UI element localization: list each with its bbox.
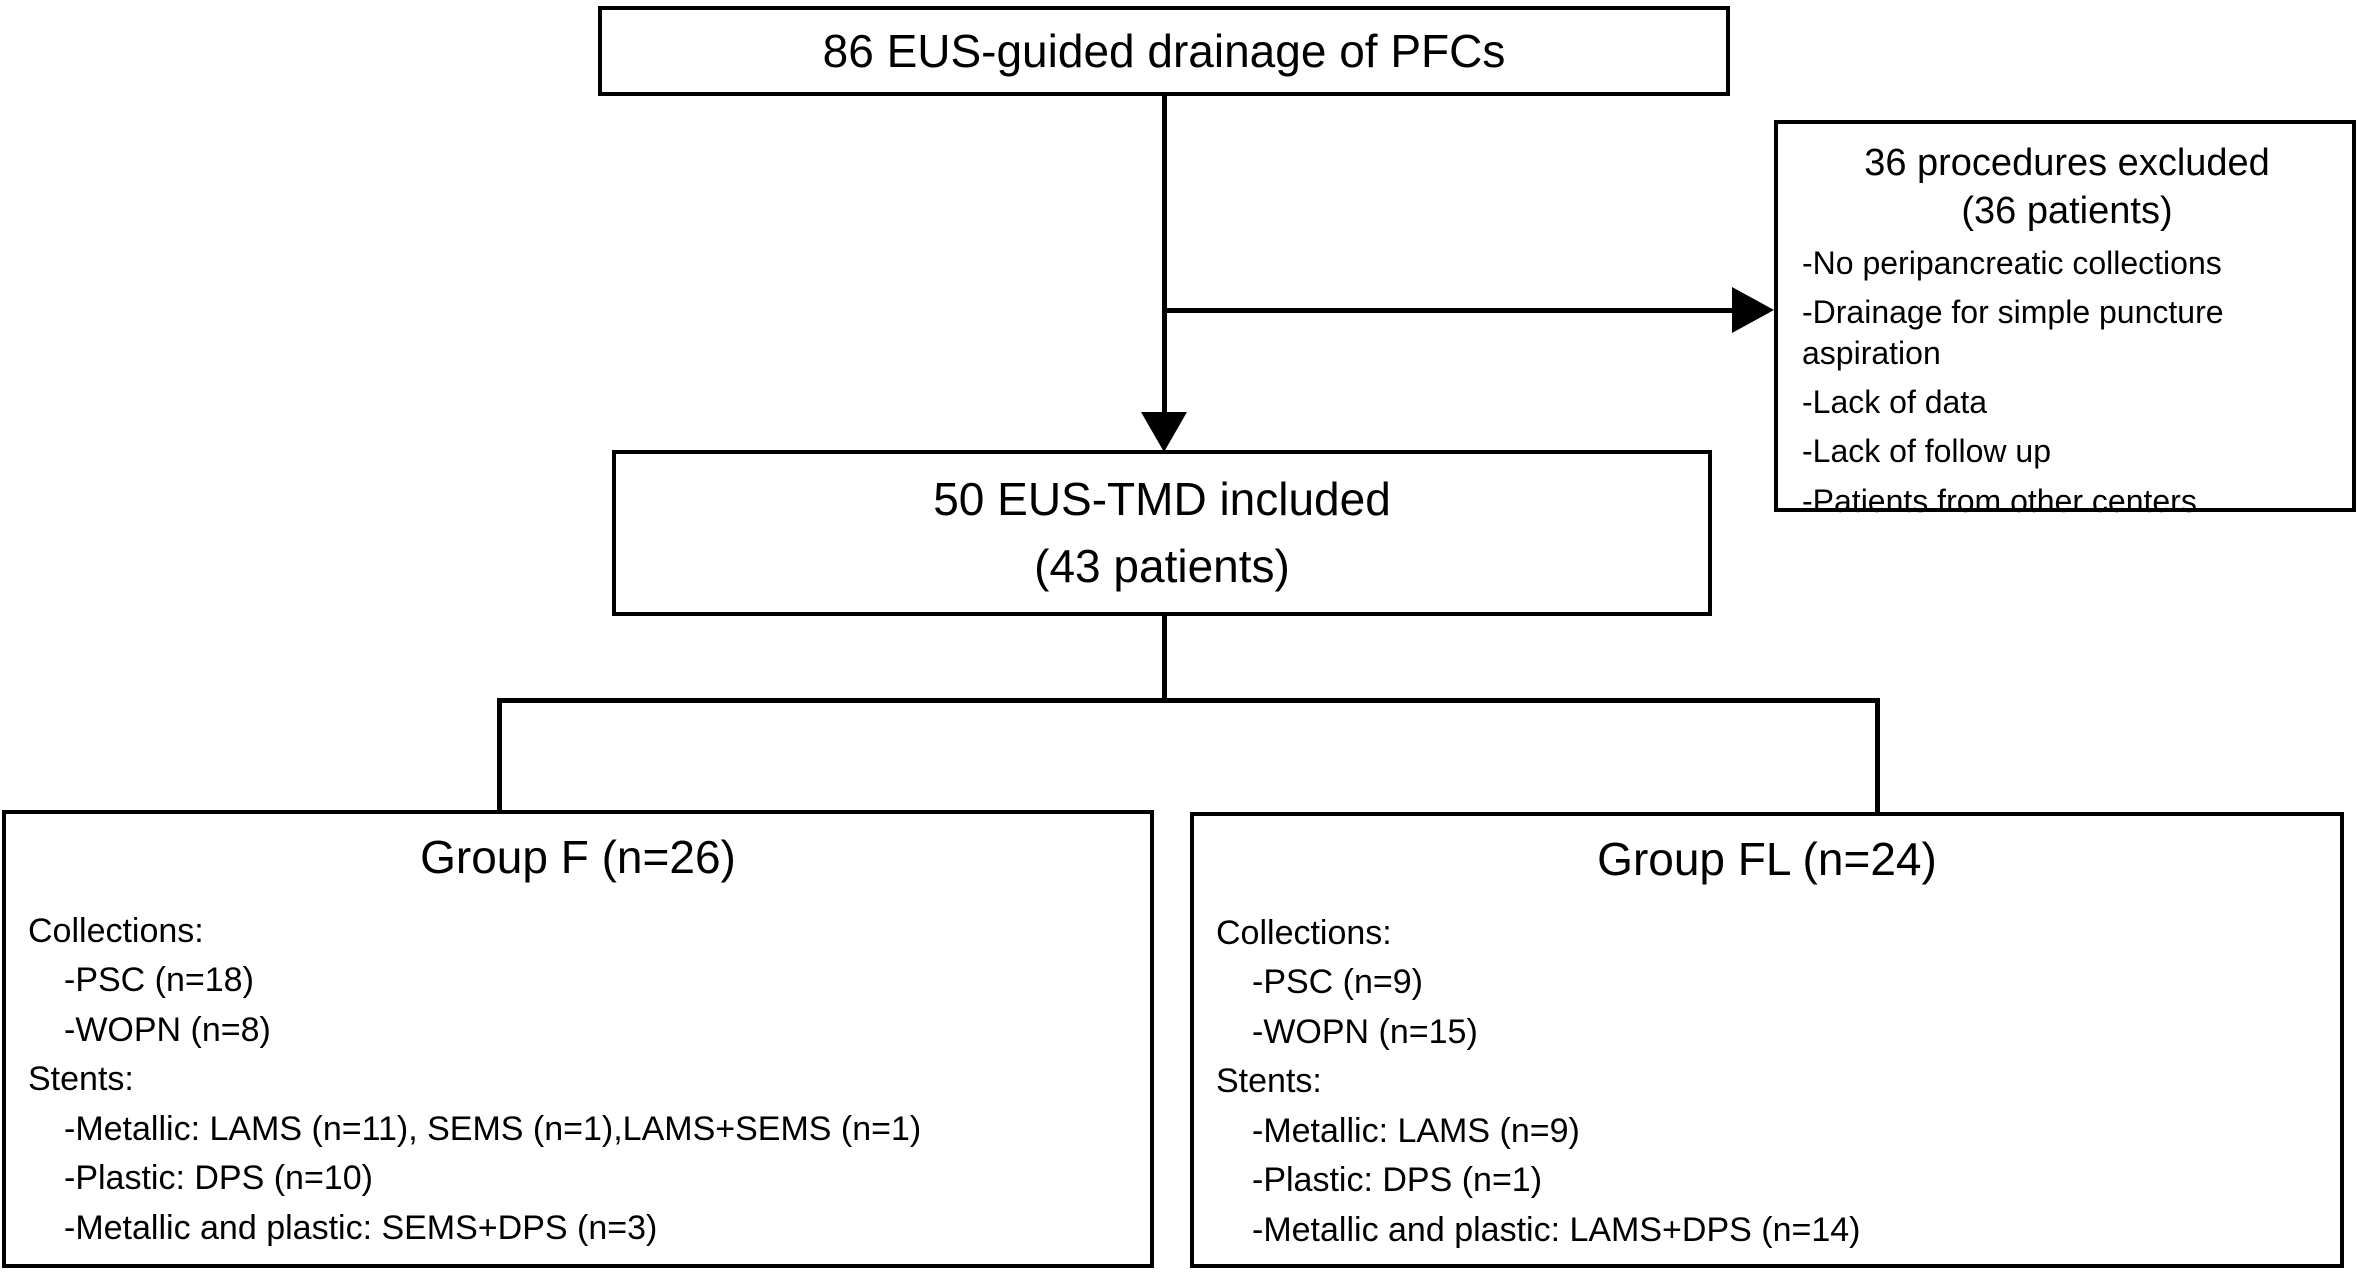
group-f-stent-item: -Plastic: DPS (n=10) bbox=[64, 1159, 373, 1198]
node-included-line1: 50 EUS-TMD included bbox=[933, 473, 1391, 526]
group-f-collections-label: Collections: bbox=[28, 912, 204, 950]
group-f-stents-label: Stents: bbox=[28, 1060, 134, 1099]
excluded-reason: -Patients from other centers bbox=[1802, 482, 2197, 519]
excluded-reason: -Drainage for simple puncture aspiration bbox=[1802, 294, 2224, 371]
group-f-stent-item: -Metallic and plastic: SEMS+DPS (n=3) bbox=[64, 1208, 658, 1247]
node-excluded: 36 procedures excluded (36 patients) -No… bbox=[1774, 120, 2356, 519]
node-included-line2: (43 patients) bbox=[1034, 540, 1290, 592]
node-group-fl: Group FL (n=24) Collections: -PSC (n=9) … bbox=[1190, 812, 2344, 1268]
node-excluded-title-line2: (36 patients) bbox=[1961, 189, 2173, 232]
group-fl-stent-item: -Plastic: DPS (n=1) bbox=[1252, 1161, 1543, 1200]
node-included: 50 EUS-TMD included (43 patients) bbox=[612, 450, 1712, 616]
arrow-down-icon bbox=[1141, 412, 1187, 452]
group-f-stent-item: -Metallic: LAMS (n=11), SEMS (n=1),LAMS+… bbox=[64, 1109, 922, 1148]
group-fl-stent-item: -Metallic: LAMS (n=9) bbox=[1252, 1111, 1580, 1150]
connector-top-to-included bbox=[1162, 96, 1167, 414]
excluded-reason: -Lack of data bbox=[1802, 383, 1987, 420]
excluded-reason: -Lack of follow up bbox=[1802, 433, 2052, 470]
node-group-fl-title: Group FL (n=24) bbox=[1597, 833, 1937, 885]
node-group-f-title: Group F (n=26) bbox=[420, 831, 736, 883]
node-total-drainage-label: 86 EUS-guided drainage of PFCs bbox=[822, 25, 1506, 77]
node-total-drainage: 86 EUS-guided drainage of PFCs bbox=[598, 6, 1730, 96]
excluded-reason: -No peripancreatic collections bbox=[1802, 245, 2222, 281]
branch-left-line bbox=[497, 698, 502, 810]
branch-right-line bbox=[1875, 698, 1880, 812]
group-fl-stents-label: Stents: bbox=[1216, 1062, 1322, 1101]
group-fl-stent-item: -Metallic and plastic: LAMS+DPS (n=14) bbox=[1252, 1210, 1861, 1249]
group-f-collection-item: -PSC (n=18) bbox=[64, 961, 254, 1000]
node-group-f: Group F (n=26) Collections: -PSC (n=18) … bbox=[2, 810, 1154, 1268]
connector-to-excluded bbox=[1162, 308, 1734, 313]
group-fl-collection-item: -PSC (n=9) bbox=[1252, 963, 1423, 1002]
group-fl-collections-label: Collections: bbox=[1216, 914, 1392, 952]
branch-horizontal-line bbox=[497, 698, 1880, 703]
node-excluded-title: 36 procedures excluded (36 patients) bbox=[1802, 140, 2332, 235]
node-excluded-title-line1: 36 procedures excluded bbox=[1864, 142, 2270, 184]
group-fl-collection-item: -WOPN (n=15) bbox=[1252, 1012, 1478, 1051]
connector-included-to-branch bbox=[1162, 616, 1167, 702]
group-f-collection-item: -WOPN (n=8) bbox=[64, 1010, 271, 1049]
arrow-right-icon bbox=[1732, 287, 1774, 333]
